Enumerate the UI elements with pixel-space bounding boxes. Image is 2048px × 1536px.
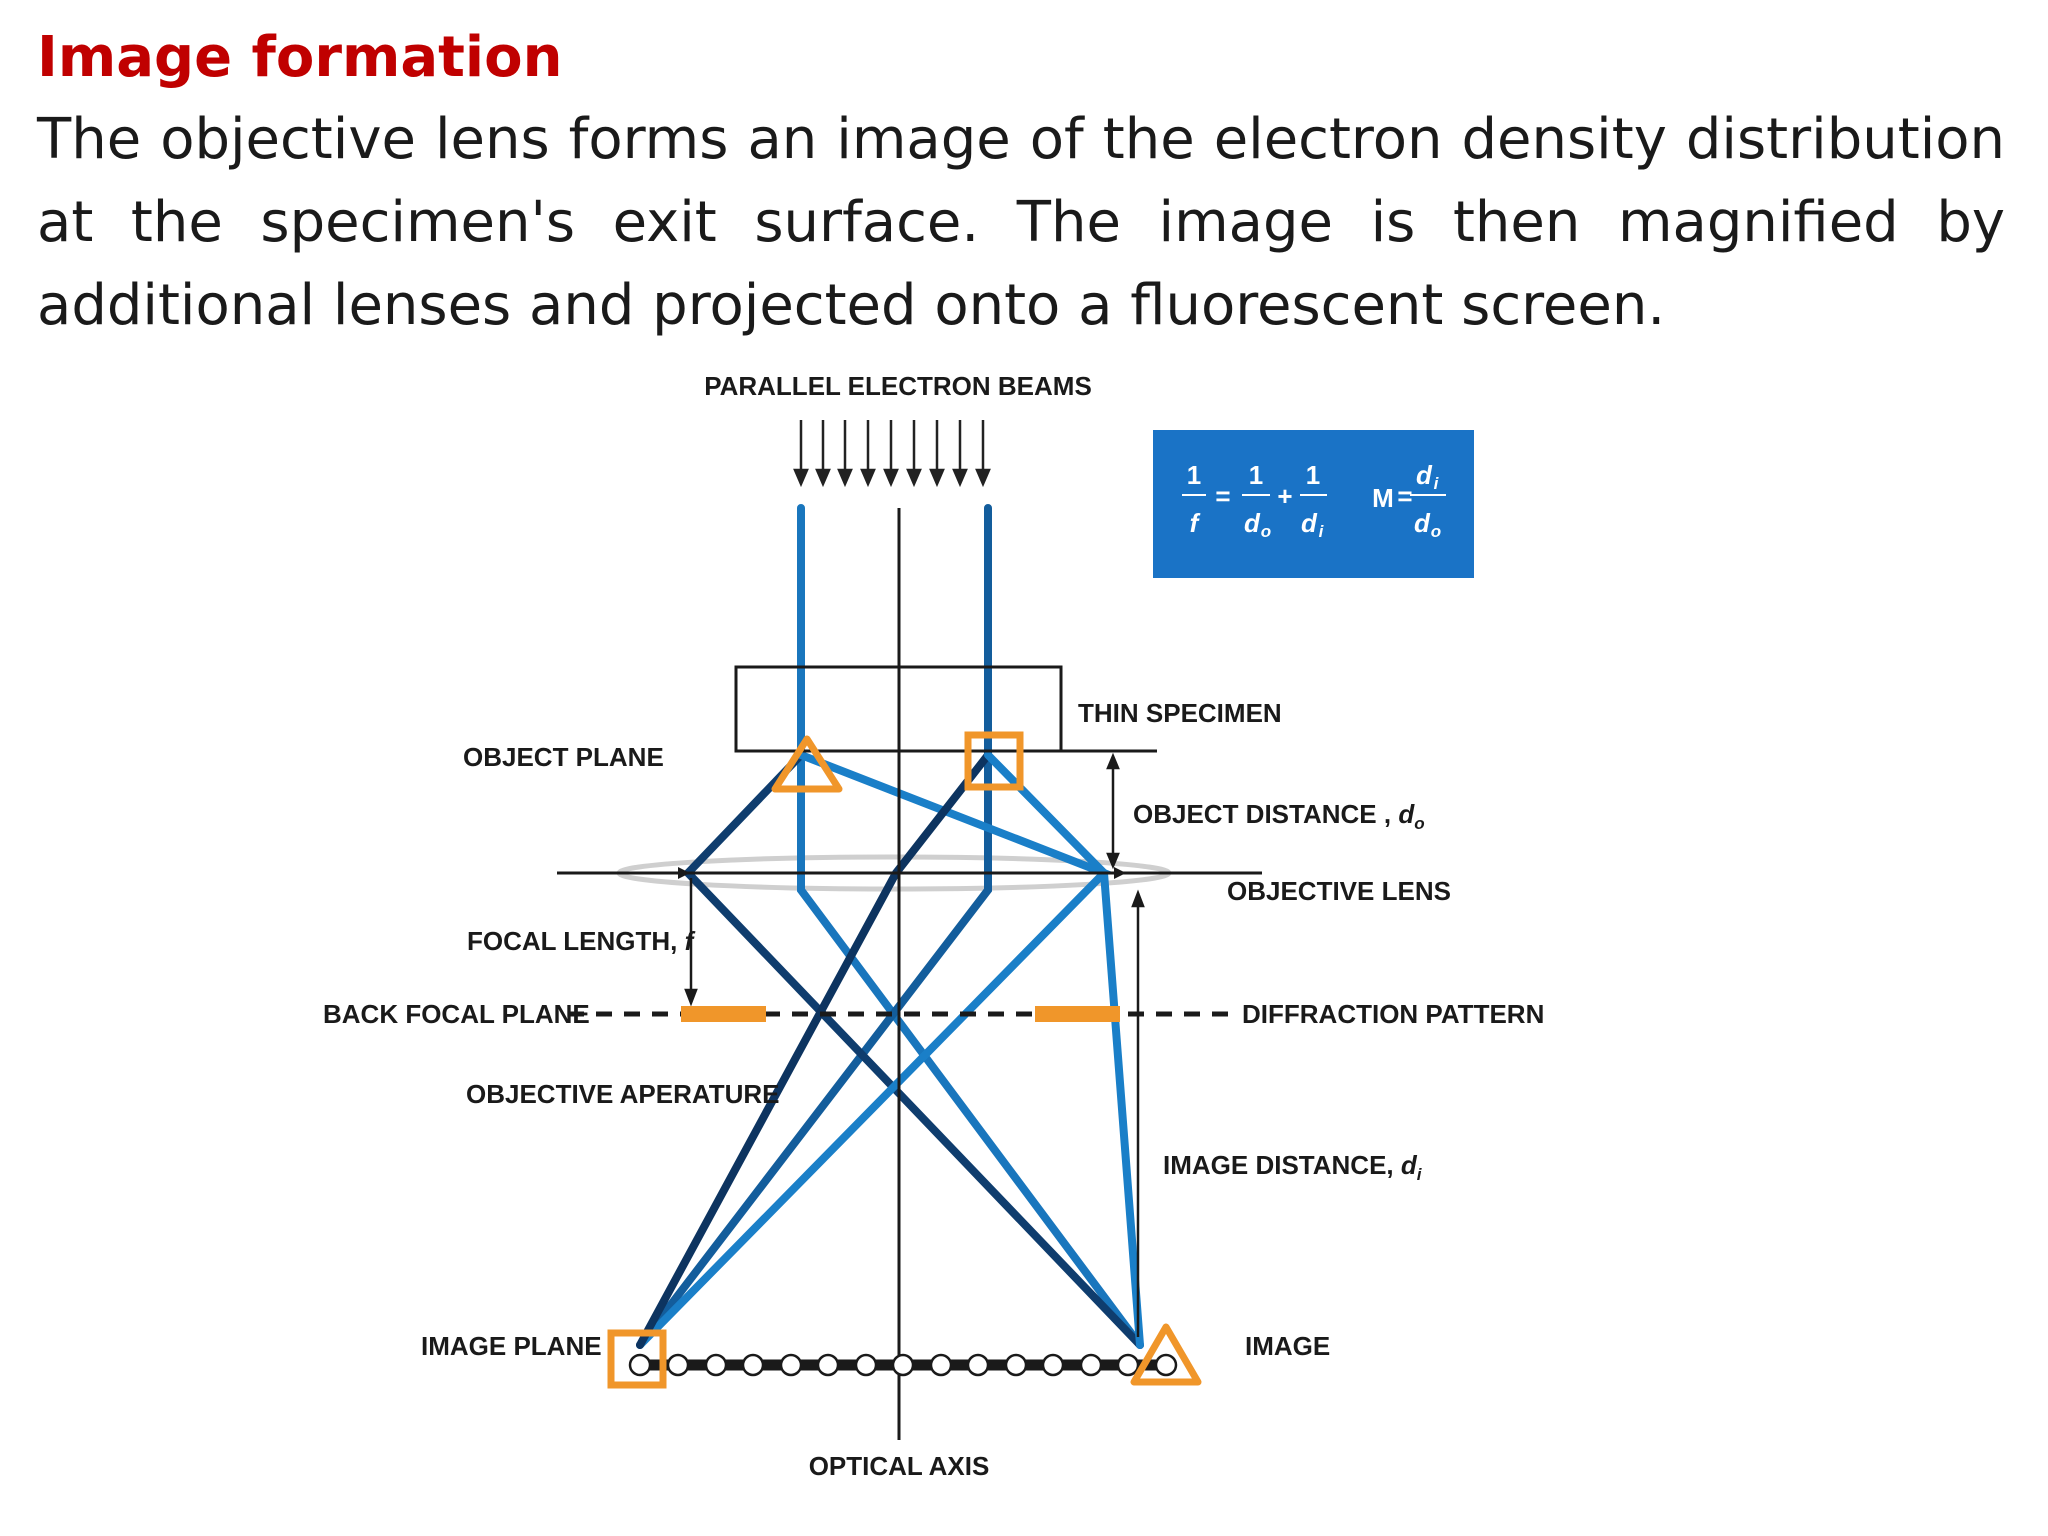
parallel-beam-arrows [793,420,991,488]
formula-numerator-2: 1 [1249,460,1263,490]
formula-m: M [1372,483,1394,513]
formula-f: f [1190,508,1201,538]
formula-do-sub: o [1261,522,1271,541]
label-optical-axis: OPTICAL AXIS [809,1451,990,1481]
image-plane-line [628,1353,1178,1377]
formula-m-do-d: d [1414,508,1431,538]
lens-formula-box: 1 f = 1 d o + 1 d i M = d i d o [1153,430,1474,578]
formula-m-di-sub: i [1434,474,1440,493]
slide-title: Image formation [37,25,563,90]
lens-plane-line [557,867,1262,879]
slide-body-text: The objective lens forms an image of the… [37,107,2005,338]
formula-di-d: d [1301,508,1318,538]
image-distance-arrow [1131,889,1145,1337]
formula-numerator-1: 1 [1187,460,1201,490]
objective-aperture-right [1035,1006,1120,1022]
label-focal-length: FOCAL LENGTH, f [467,926,696,956]
label-objective-lens: OBJECTIVE LENS [1227,876,1451,906]
electron-rays [636,504,1144,1349]
label-image-plane: IMAGE PLANE [421,1331,602,1361]
beam-left-straight [797,504,1144,1349]
label-image-distance: IMAGE DISTANCE, di [1163,1150,1423,1184]
label-object-plane: OBJECT PLANE [463,742,664,772]
focal-length-arrow [684,878,698,1007]
label-object-distance: OBJECT DISTANCE , do [1133,799,1425,833]
formula-numerator-3: 1 [1306,460,1320,490]
formula-equals: = [1215,481,1230,511]
label-parallel-electron-beams: PARALLEL ELECTRON BEAMS [704,371,1092,401]
object-square-marker [964,731,1024,791]
label-diffraction-pattern: DIFFRACTION PATTERN [1242,999,1544,1029]
formula-do-d: d [1244,508,1261,538]
object-distance-arrow [1106,752,1120,870]
image-triangle-marker [1130,1323,1202,1386]
label-back-focal-plane: BACK FOCAL PLANE [323,999,590,1029]
label-thin-specimen: THIN SPECIMEN [1078,698,1282,728]
formula-di-sub: i [1319,522,1325,541]
label-image: IMAGE [1245,1331,1330,1361]
formula-m-do-sub: o [1431,522,1441,541]
label-objective-aperture: OBJECTIVE APERATURE [466,1079,780,1109]
object-triangle-marker [771,735,843,793]
objective-aperture-left [681,1006,766,1022]
ray-right-to-lens-right [984,751,1144,1349]
ray-right-to-lens-left [636,751,992,1349]
formula-m-di-d: d [1416,460,1433,490]
beam-right-straight [636,504,992,1349]
image-square-marker [607,1329,667,1389]
formula-plus: + [1277,481,1292,511]
thin-specimen-box [734,665,1063,753]
formula-m-equals: = [1397,481,1412,511]
